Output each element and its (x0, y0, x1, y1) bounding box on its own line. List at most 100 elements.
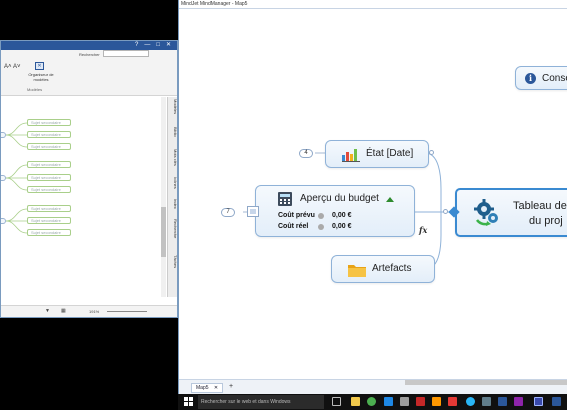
side-tab-search[interactable]: Recherche (173, 219, 178, 239)
acrobat-icon[interactable] (416, 397, 425, 406)
document-canvas: Sujet secondaire Sujet secondaire Sujet … (1, 97, 163, 293)
background-document-window[interactable]: ? — □ ✕ Rechercher A˄ A˅ ✕ Organiseur de… (0, 40, 178, 318)
edge-icon[interactable] (384, 397, 393, 406)
budget-row-planned: Coût prévu 0,00 € (278, 212, 388, 223)
formula-marker[interactable]: fx (419, 225, 428, 235)
window-title: MindJet MindManager - Map5 (179, 0, 567, 9)
bar-chart-icon (342, 148, 360, 162)
app-icon[interactable] (448, 397, 457, 406)
illustrator-icon[interactable] (432, 397, 441, 406)
budget-row-actual: Coût réel 0,00 € (278, 223, 388, 234)
zoom-level: 191% (89, 309, 100, 314)
scrollbar-thumb[interactable] (161, 207, 166, 257)
side-tab-library[interactable]: Biblio (173, 127, 178, 137)
help-icon[interactable]: ? (135, 42, 139, 48)
expand-arrow-icon[interactable] (386, 197, 394, 202)
sub-topic[interactable]: Sujet secondaire (27, 161, 71, 168)
collapse-toggle[interactable] (443, 209, 448, 214)
side-tab-index[interactable]: Index (173, 199, 178, 209)
document-tab-bar: Map5 ✕ + (179, 379, 567, 394)
topic-artefacts[interactable]: Artefacts (331, 255, 435, 283)
budget-row-value: 0,00 € (332, 223, 352, 230)
word-icon[interactable] (552, 397, 561, 406)
close-icon[interactable]: ✕ (213, 385, 219, 391)
status-bar: ▼ ▦ 191% (1, 305, 177, 317)
minimize-button[interactable]: — (144, 42, 151, 48)
topic-artefacts-label: Artefacts (372, 263, 412, 274)
grow-font-button[interactable]: A˄ (4, 64, 12, 70)
vertical-scrollbar[interactable] (161, 97, 166, 297)
maximize-button[interactable]: □ (156, 42, 160, 48)
left-window-titlebar: ? — □ ✕ (1, 41, 177, 50)
task-view-icon[interactable] (332, 397, 341, 406)
tab-map5-label: Map5 (196, 385, 209, 391)
word-icon[interactable] (498, 397, 507, 406)
side-tab-keywords[interactable]: Mots clés (173, 149, 178, 166)
folder-icon (348, 263, 366, 277)
side-panel-tabs: Modèles Biblio Mots clés Icônes Index Re… (167, 97, 177, 297)
mindmanager-icon[interactable] (534, 397, 543, 406)
template-organizer-icon[interactable]: ✕ (35, 62, 44, 70)
formula-gear-icon (318, 224, 324, 230)
scrollbar-thumb[interactable] (405, 380, 567, 385)
central-topic-title-2: du proj (529, 215, 563, 227)
calculator-icon (278, 192, 292, 206)
layout-icon[interactable]: ▦ (61, 308, 66, 314)
filter-icon[interactable]: ▼ (45, 308, 50, 314)
empty-desktop-area (0, 318, 178, 410)
central-topic[interactable]: Tableau de du proj (455, 188, 567, 237)
subtopic-count-badge[interactable]: 7 (221, 208, 235, 217)
topic-conseil[interactable]: i Conse (515, 66, 567, 90)
taskbar-search-box[interactable]: Rechercher sur le web et dans Windows (198, 395, 324, 409)
app-icon[interactable] (400, 397, 409, 406)
topic-conseil-label: Conse (542, 73, 567, 84)
sub-topic[interactable]: Sujet secondaire (27, 143, 71, 150)
add-tab-icon[interactable]: + (229, 383, 234, 390)
taskbar-search-placeholder: Rechercher sur le web et dans Windows (201, 399, 291, 405)
gears-icon (473, 198, 501, 226)
budget-row-label: Coût prévu (278, 212, 315, 219)
search-input[interactable] (103, 50, 149, 57)
ribbon: Rechercher A˄ A˅ ✕ Organiseur de modèles… (1, 50, 177, 96)
shrink-font-button[interactable]: A˅ (13, 64, 21, 70)
subtopic-count-badge[interactable]: 4 (299, 149, 313, 158)
sub-topic[interactable]: Sujet secondaire (27, 131, 71, 138)
attachment-icon[interactable] (247, 206, 259, 217)
sub-topic[interactable]: Sujet secondaire (27, 205, 71, 212)
tab-map5[interactable]: Map5 ✕ (191, 383, 224, 393)
budget-row-value: 0,00 € (332, 212, 352, 219)
side-tab-tasks[interactable]: Tâches (173, 255, 178, 269)
formula-gear-icon (318, 213, 324, 219)
sub-topic[interactable]: Sujet secondaire (27, 186, 71, 193)
map-canvas[interactable]: Tableau de du proj i Conse (179, 9, 567, 379)
app-icon[interactable] (514, 397, 523, 406)
zoom-slider[interactable] (107, 311, 147, 312)
side-tab-templates[interactable]: Modèles (173, 99, 178, 115)
ribbon-group-label: Modèles (27, 87, 43, 92)
topic-budget[interactable]: Aperçu du budget Coût prévu 0,00 € Coût … (255, 185, 415, 237)
topic-etat[interactable]: État [Date] (325, 140, 429, 168)
sub-topic[interactable]: Sujet secondaire (27, 229, 71, 236)
subtopic-connectors (5, 122, 28, 234)
search-label: Rechercher (79, 52, 100, 57)
horizontal-scrollbar[interactable] (405, 380, 567, 385)
sub-topic[interactable]: Sujet secondaire (27, 119, 71, 126)
app-icon[interactable] (482, 397, 491, 406)
branch-node[interactable] (1, 175, 6, 181)
sub-topic[interactable]: Sujet secondaire (27, 174, 71, 181)
template-organizer-button[interactable]: Organiseur de modèles (28, 72, 54, 82)
collapse-toggle[interactable] (429, 150, 434, 155)
chrome-icon[interactable] (367, 397, 376, 406)
topic-etat-label: État [Date] (366, 148, 414, 159)
branch-node[interactable] (1, 218, 6, 224)
mindmanager-window[interactable]: MindJet MindManager - Map5 (178, 0, 567, 394)
close-button[interactable]: ✕ (165, 42, 171, 48)
skype-icon[interactable] (466, 397, 475, 406)
branch-node[interactable] (1, 132, 6, 138)
windows-start-icon[interactable] (184, 397, 193, 406)
windows-taskbar: Rechercher sur le web et dans Windows (178, 394, 567, 410)
file-explorer-icon[interactable] (351, 397, 360, 406)
side-tab-icons[interactable]: Icônes (173, 177, 178, 189)
sub-topic[interactable]: Sujet secondaire (27, 217, 71, 224)
